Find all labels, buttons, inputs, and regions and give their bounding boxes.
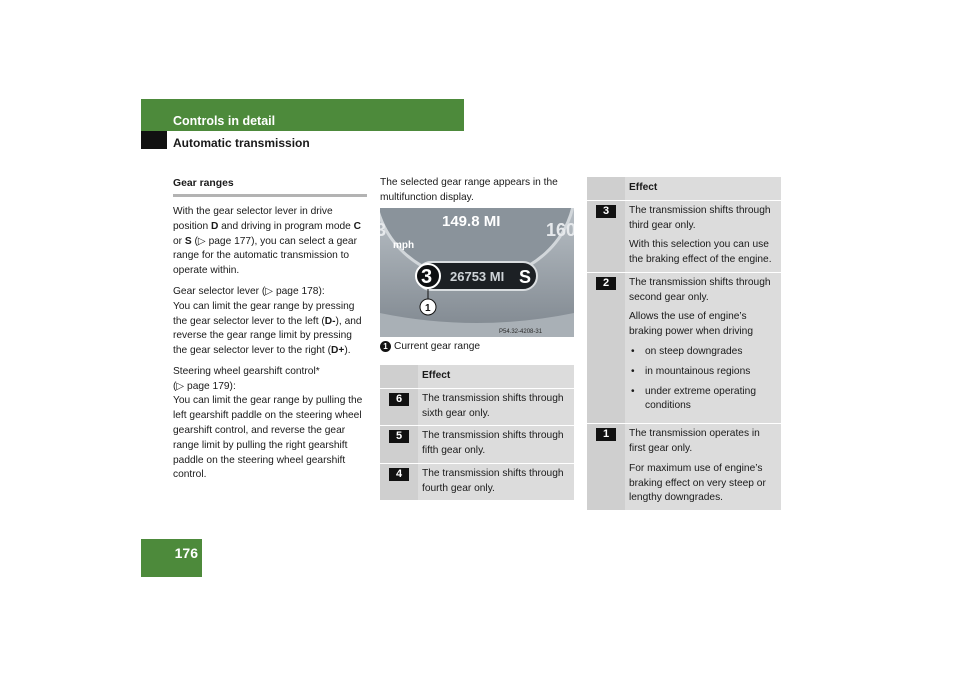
trip-readout: 149.8 MI [442,213,500,230]
scale-digit-left: 3 [380,220,386,240]
effect-cell: The transmission shifts through second g… [625,272,781,424]
gear-number-badge: 3 [596,204,616,218]
gear-number-badge: 2 [596,276,616,290]
section-subtitle: Automatic transmission [173,136,310,150]
instrument-cluster-illustration: 149.8 MI mph 3 160 3 26753 MI S 1 P54.32… [380,208,574,337]
bold-term: C [353,220,362,232]
effect-column-header: Effect [418,365,574,388]
bold-term: D+ [331,345,345,357]
steering-wheel-paragraph: Steering wheel gearshift control*(▷ page… [173,365,363,481]
gear-column-header [587,177,625,200]
effect-text: With this selection you can use the brak… [629,239,772,266]
caption-text: Current gear range [394,341,481,352]
gear-row: 2 The transmission shifts through second … [587,272,781,424]
odometer-readout: 26753 MI [450,269,504,284]
multifunction-display-image: 149.8 MI mph 3 160 3 26753 MI S 1 P54.32… [380,208,574,337]
gear-cell: 2 [587,272,625,424]
effect-column-header: Effect [625,177,781,200]
table-header-row: Effect [587,177,781,200]
gear-row: 1 The transmission operates in first gear… [587,424,781,511]
bold-term: D [210,220,219,232]
section-title: Controls in detail [173,114,276,128]
header-bar [141,99,464,131]
image-code: P54.32-4208-31 [499,329,543,335]
effect-text: The transmission operates in first gear … [629,428,760,454]
page-number-box [141,539,202,577]
bullet-item: on steep downgrades [629,345,777,360]
bold-term: D- [324,315,336,327]
effect-text: The transmission shifts through fifth ge… [422,430,564,457]
gear-number-badge: 4 [389,467,409,481]
effect-text: The transmission shifts through fourth g… [422,467,564,494]
effect-cell: The transmission shifts through sixth ge… [418,388,574,426]
gear-number-badge: 1 [596,428,616,442]
effect-text: For maximum use of engine’s braking effe… [629,462,766,504]
gear-number-badge: 6 [389,392,409,406]
gear-row: 3 The transmission shifts through third g… [587,200,781,272]
gear-indicator: 3 [421,266,432,288]
gear-cell: 3 [587,200,625,272]
effect-cell: The transmission shifts through fifth ge… [418,426,574,463]
effect-text: The transmission shifts through second g… [629,276,771,303]
table-header-row: Effect [380,365,574,388]
gear-row: 4 The transmission shifts through fourth … [380,463,574,501]
gear-ranges-column: Gear ranges With the gear selector lever… [173,176,367,489]
callout-marker: 1 [425,303,431,314]
gear-cell: 4 [380,463,418,501]
effect-cell: The transmission shifts through third ge… [625,200,781,272]
gear-cell: 1 [587,424,625,511]
speed-unit: mph [393,240,414,251]
selector-lever-paragraph: Gear selector lever (▷ page 178):You can… [173,285,362,357]
intro-paragraph: With the gear selector lever in drive po… [173,206,362,277]
gear-cell: 6 [380,388,418,426]
display-intro: The selected gear range appears in the m… [380,177,558,203]
bold-term: S [184,235,192,247]
effect-cell: The transmission operates in first gear … [625,424,781,511]
program-mode-indicator: S [519,267,531,287]
effect-text: Allows the use of engine’s braking power… [629,311,754,338]
gear-row: 5 The transmission shifts through fifth g… [380,426,574,463]
gear-ranges-heading: Gear ranges [173,176,367,198]
effect-text: The transmission shifts through third ge… [629,204,771,231]
gear-row: 6 The transmission shifts through sixth g… [380,388,574,426]
gear-number-badge: 5 [389,430,409,444]
effect-text: The transmission shifts through sixth ge… [422,392,564,419]
bullet-item: in mountainous regions [629,365,777,380]
header-marker [141,131,167,149]
bullet-item: under extreme operating conditions [629,385,777,415]
scale-digit-right: 160 [546,220,574,240]
gear-column-header [380,365,418,388]
page-number: 176 [174,545,198,561]
callout-number: 1 [380,341,391,352]
gear-cell: 5 [380,426,418,463]
effect-cell: The transmission shifts through fourth g… [418,463,574,501]
